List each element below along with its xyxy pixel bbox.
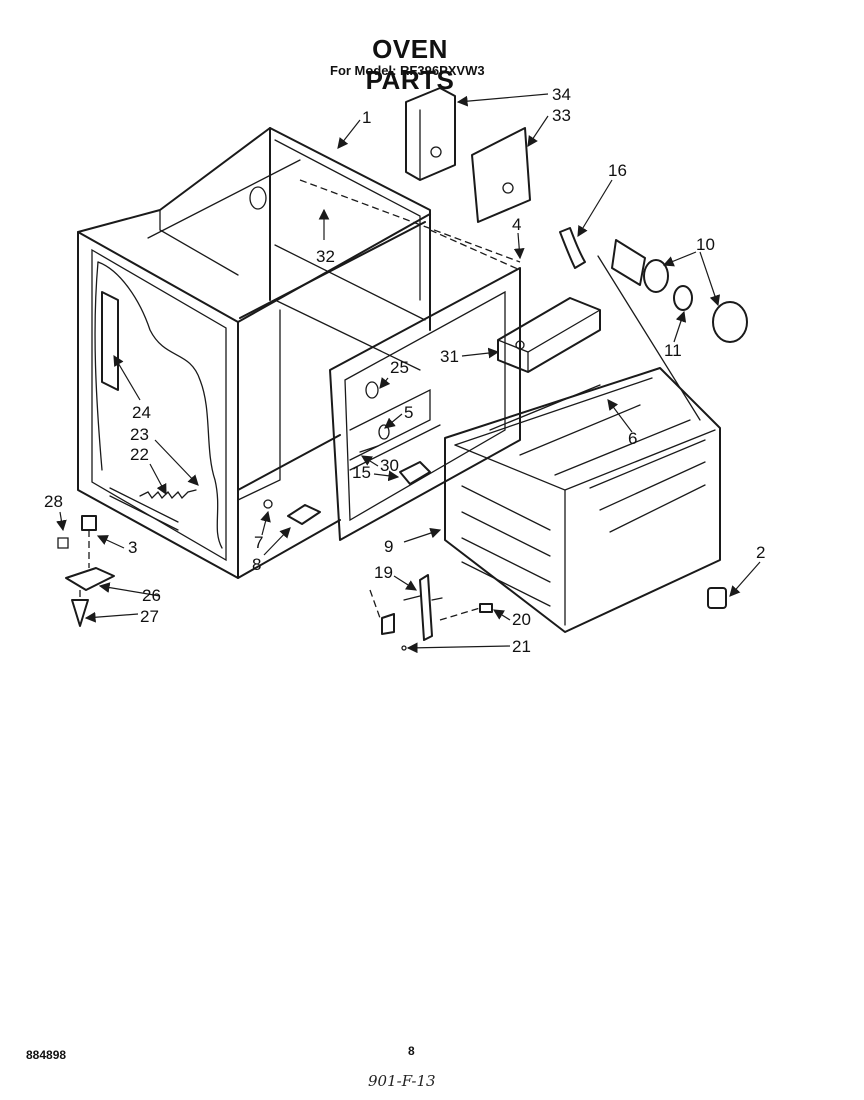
callout-19: 19 [374, 563, 393, 582]
hinge-hardware [57, 515, 115, 627]
small-parts [263, 381, 431, 525]
callout-3: 3 [128, 538, 137, 557]
vent-tube [559, 227, 586, 269]
callout-11: 11 [664, 341, 682, 360]
callout-15: 15 [352, 463, 371, 482]
oven-light-assembly [597, 239, 748, 421]
document-number: 884898 [26, 1048, 67, 1062]
door-hinge [369, 574, 493, 651]
callout-27: 27 [140, 607, 159, 626]
oven-body-frame [77, 127, 431, 579]
oven-front-frame [299, 179, 521, 541]
callout-32: 32 [316, 247, 335, 266]
callout-2: 2 [756, 543, 765, 562]
panel-33 [471, 127, 531, 223]
panel-34 [405, 87, 456, 181]
callout-22: 22 [130, 445, 149, 464]
callout-20: 20 [512, 610, 531, 629]
oven-rack [444, 367, 721, 633]
callout-labels: 1 2 3 4 5 6 7 8 9 10 11 15 16 19 20 21 2… [44, 85, 765, 656]
callout-1: 1 [362, 108, 371, 127]
callout-28: 28 [44, 492, 63, 511]
callout-5: 5 [404, 403, 413, 422]
handwritten-note: 901-F-13 [368, 1072, 436, 1090]
callout-30: 30 [380, 456, 399, 475]
callout-31: 31 [440, 347, 459, 366]
callout-25: 25 [390, 358, 409, 377]
callout-34: 34 [552, 85, 571, 104]
page-title: OVEN PARTS [365, 34, 455, 95]
broil-box [497, 297, 601, 373]
page-number: 8 [408, 1044, 415, 1058]
callout-7: 7 [254, 533, 263, 552]
callout-10: 10 [696, 235, 715, 254]
callout-9: 9 [384, 537, 393, 556]
callout-16: 16 [608, 161, 627, 180]
callout-26: 26 [142, 586, 161, 605]
callout-6: 6 [628, 429, 637, 448]
callout-21: 21 [512, 637, 531, 656]
leader-lines [56, 93, 761, 654]
callout-4: 4 [512, 215, 521, 234]
callout-33: 33 [552, 106, 571, 125]
model-subtitle: For Model: RF396PXVW3 [330, 63, 485, 78]
leveling-leg [707, 587, 727, 609]
callout-8: 8 [252, 555, 261, 574]
callout-23: 23 [130, 425, 149, 444]
callout-24: 24 [132, 403, 151, 422]
